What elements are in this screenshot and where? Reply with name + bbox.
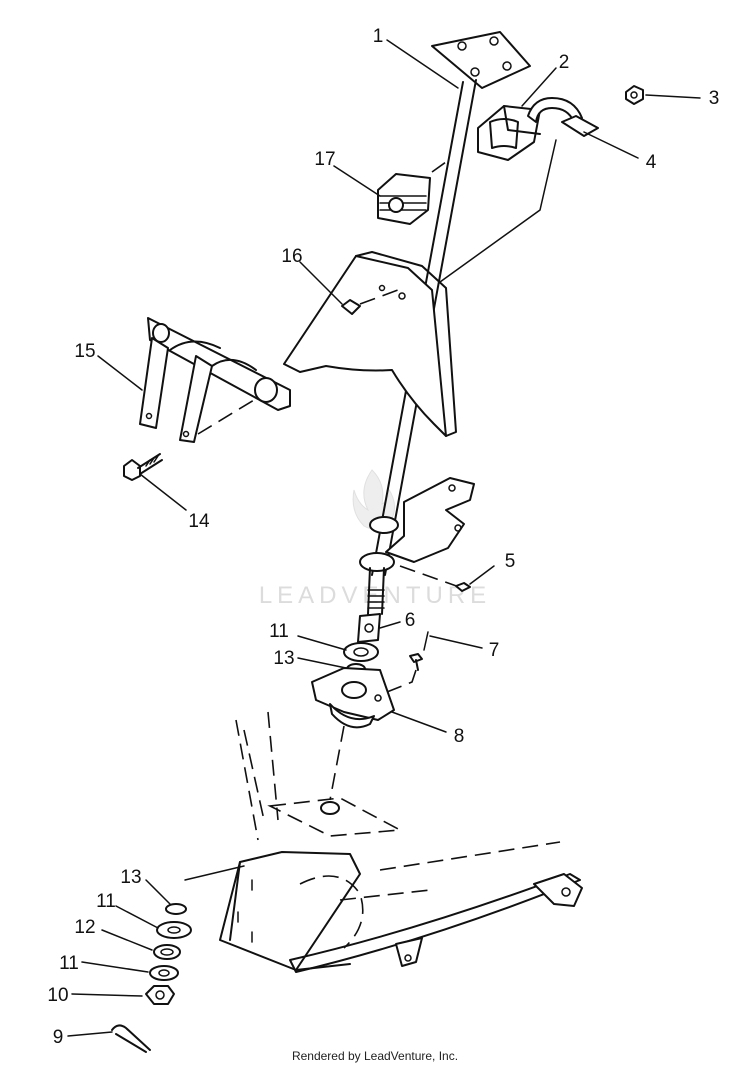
frame	[219, 711, 583, 973]
mounting-bracket	[139, 317, 291, 443]
callout-14: 14	[188, 511, 210, 532]
callout-6: 6	[405, 610, 416, 631]
footer-credit: Rendered by LeadVenture, Inc.	[291, 1049, 459, 1063]
callout-8: 8	[454, 726, 465, 747]
callout-12: 12	[74, 917, 95, 938]
callout-17: 17	[314, 149, 335, 170]
nut	[625, 85, 644, 105]
callout-13-lower: 13	[120, 867, 141, 888]
callout-11-middle: 11	[96, 891, 116, 912]
callout-16: 16	[281, 246, 302, 267]
callout-9: 9	[53, 1027, 64, 1048]
callout-10: 10	[47, 985, 68, 1006]
screw	[341, 289, 399, 315]
callout-2: 2	[559, 52, 570, 73]
callout-13-upper: 13	[273, 648, 294, 669]
callout-15: 15	[74, 341, 95, 362]
routing-line	[439, 139, 557, 283]
callout-5: 5	[505, 551, 516, 572]
callout-11-upper: 11	[269, 621, 289, 642]
clamp-block	[477, 105, 541, 161]
support-bracket	[385, 477, 475, 592]
u-clamp	[527, 97, 599, 137]
callout-labels: 1 2 3 4 5 6 7 8 9 10 11 11 11 12 13 13 1…	[47, 26, 719, 1048]
callout-11-lower: 11	[59, 953, 79, 974]
callout-1: 1	[373, 26, 384, 47]
dash-panel	[283, 251, 457, 437]
lower-hardware-stack	[111, 865, 245, 1053]
bolt	[123, 453, 163, 481]
callout-4: 4	[646, 152, 657, 173]
pin	[381, 631, 429, 695]
gear-housing	[311, 667, 395, 801]
u-joint	[357, 613, 381, 643]
leader-lines	[67, 39, 701, 1037]
grommet-block	[377, 161, 447, 225]
callout-3: 3	[709, 88, 720, 109]
callout-7: 7	[489, 640, 500, 661]
